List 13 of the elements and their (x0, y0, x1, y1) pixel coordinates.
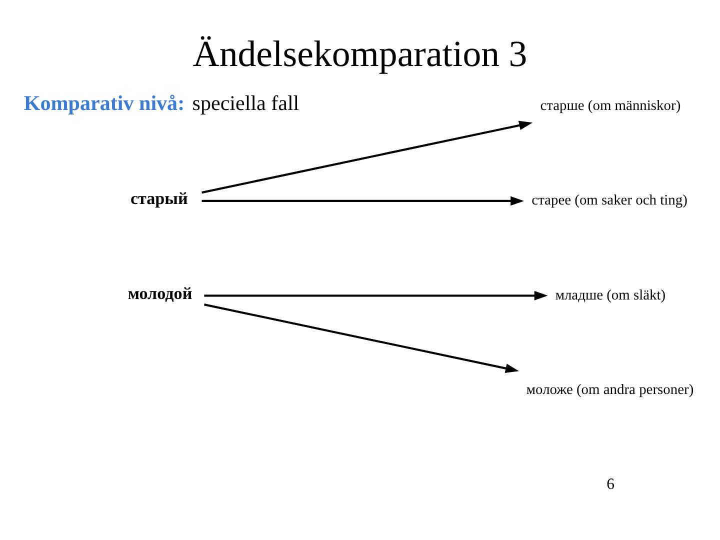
arrow (202, 196, 524, 206)
arrow (202, 120, 533, 194)
node-text: старше (om människor) (540, 98, 681, 114)
diagram-title: Ändelsekomparation 3 (192, 32, 528, 74)
node-text: моложе (om andra personer) (526, 382, 694, 398)
arrow (204, 290, 548, 300)
node-text: старее (om saker och ting) (532, 192, 688, 209)
node-text: молодой (128, 284, 192, 303)
arrow (204, 304, 519, 373)
node-text: младше (om släkt) (555, 287, 666, 304)
label: Komparativ nivå: speciella fall (24, 90, 300, 115)
node-text: старый (130, 189, 188, 208)
label: 6 (606, 476, 615, 494)
